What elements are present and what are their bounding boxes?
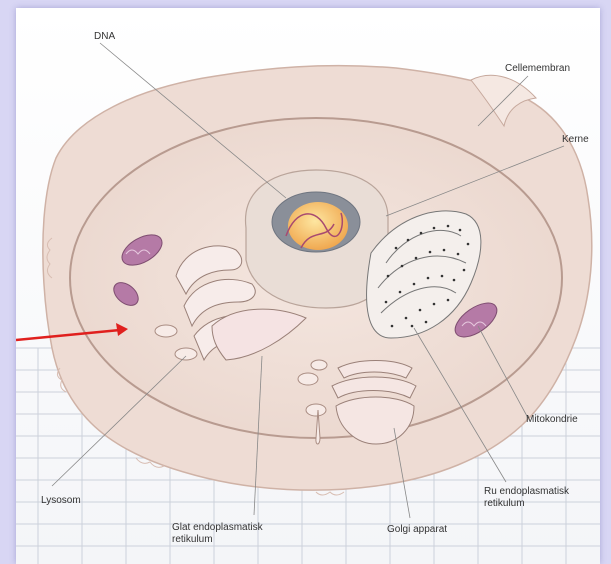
label-glat-endoplasmatisk-retikulum: Glat endoplasmatisk retikulum [172,522,332,546]
diagram-panel: DNA Cellemembran Kerne Mitokondrie Lysos… [16,8,600,564]
label-ru-line1: Ru endoplasmatisk [484,486,574,498]
label-dna: DNA [94,31,115,43]
label-mitokondrie: Mitokondrie [526,414,578,426]
label-lysosom: Lysosom [41,495,81,507]
cell-diagram [16,8,600,564]
label-kerne: Kerne [562,134,589,146]
label-golgi-apparat: Golgi apparat [387,524,447,536]
label-cellemembran: Cellemembran [505,63,570,75]
label-ru-endoplasmatisk-retikulum: Ru endoplasmatisk retikulum [484,486,574,510]
label-ru-line2: retikulum [484,498,574,510]
label-glat-line1: Glat endoplasmatisk [172,522,332,534]
label-glat-line2: retikulum [172,534,332,546]
